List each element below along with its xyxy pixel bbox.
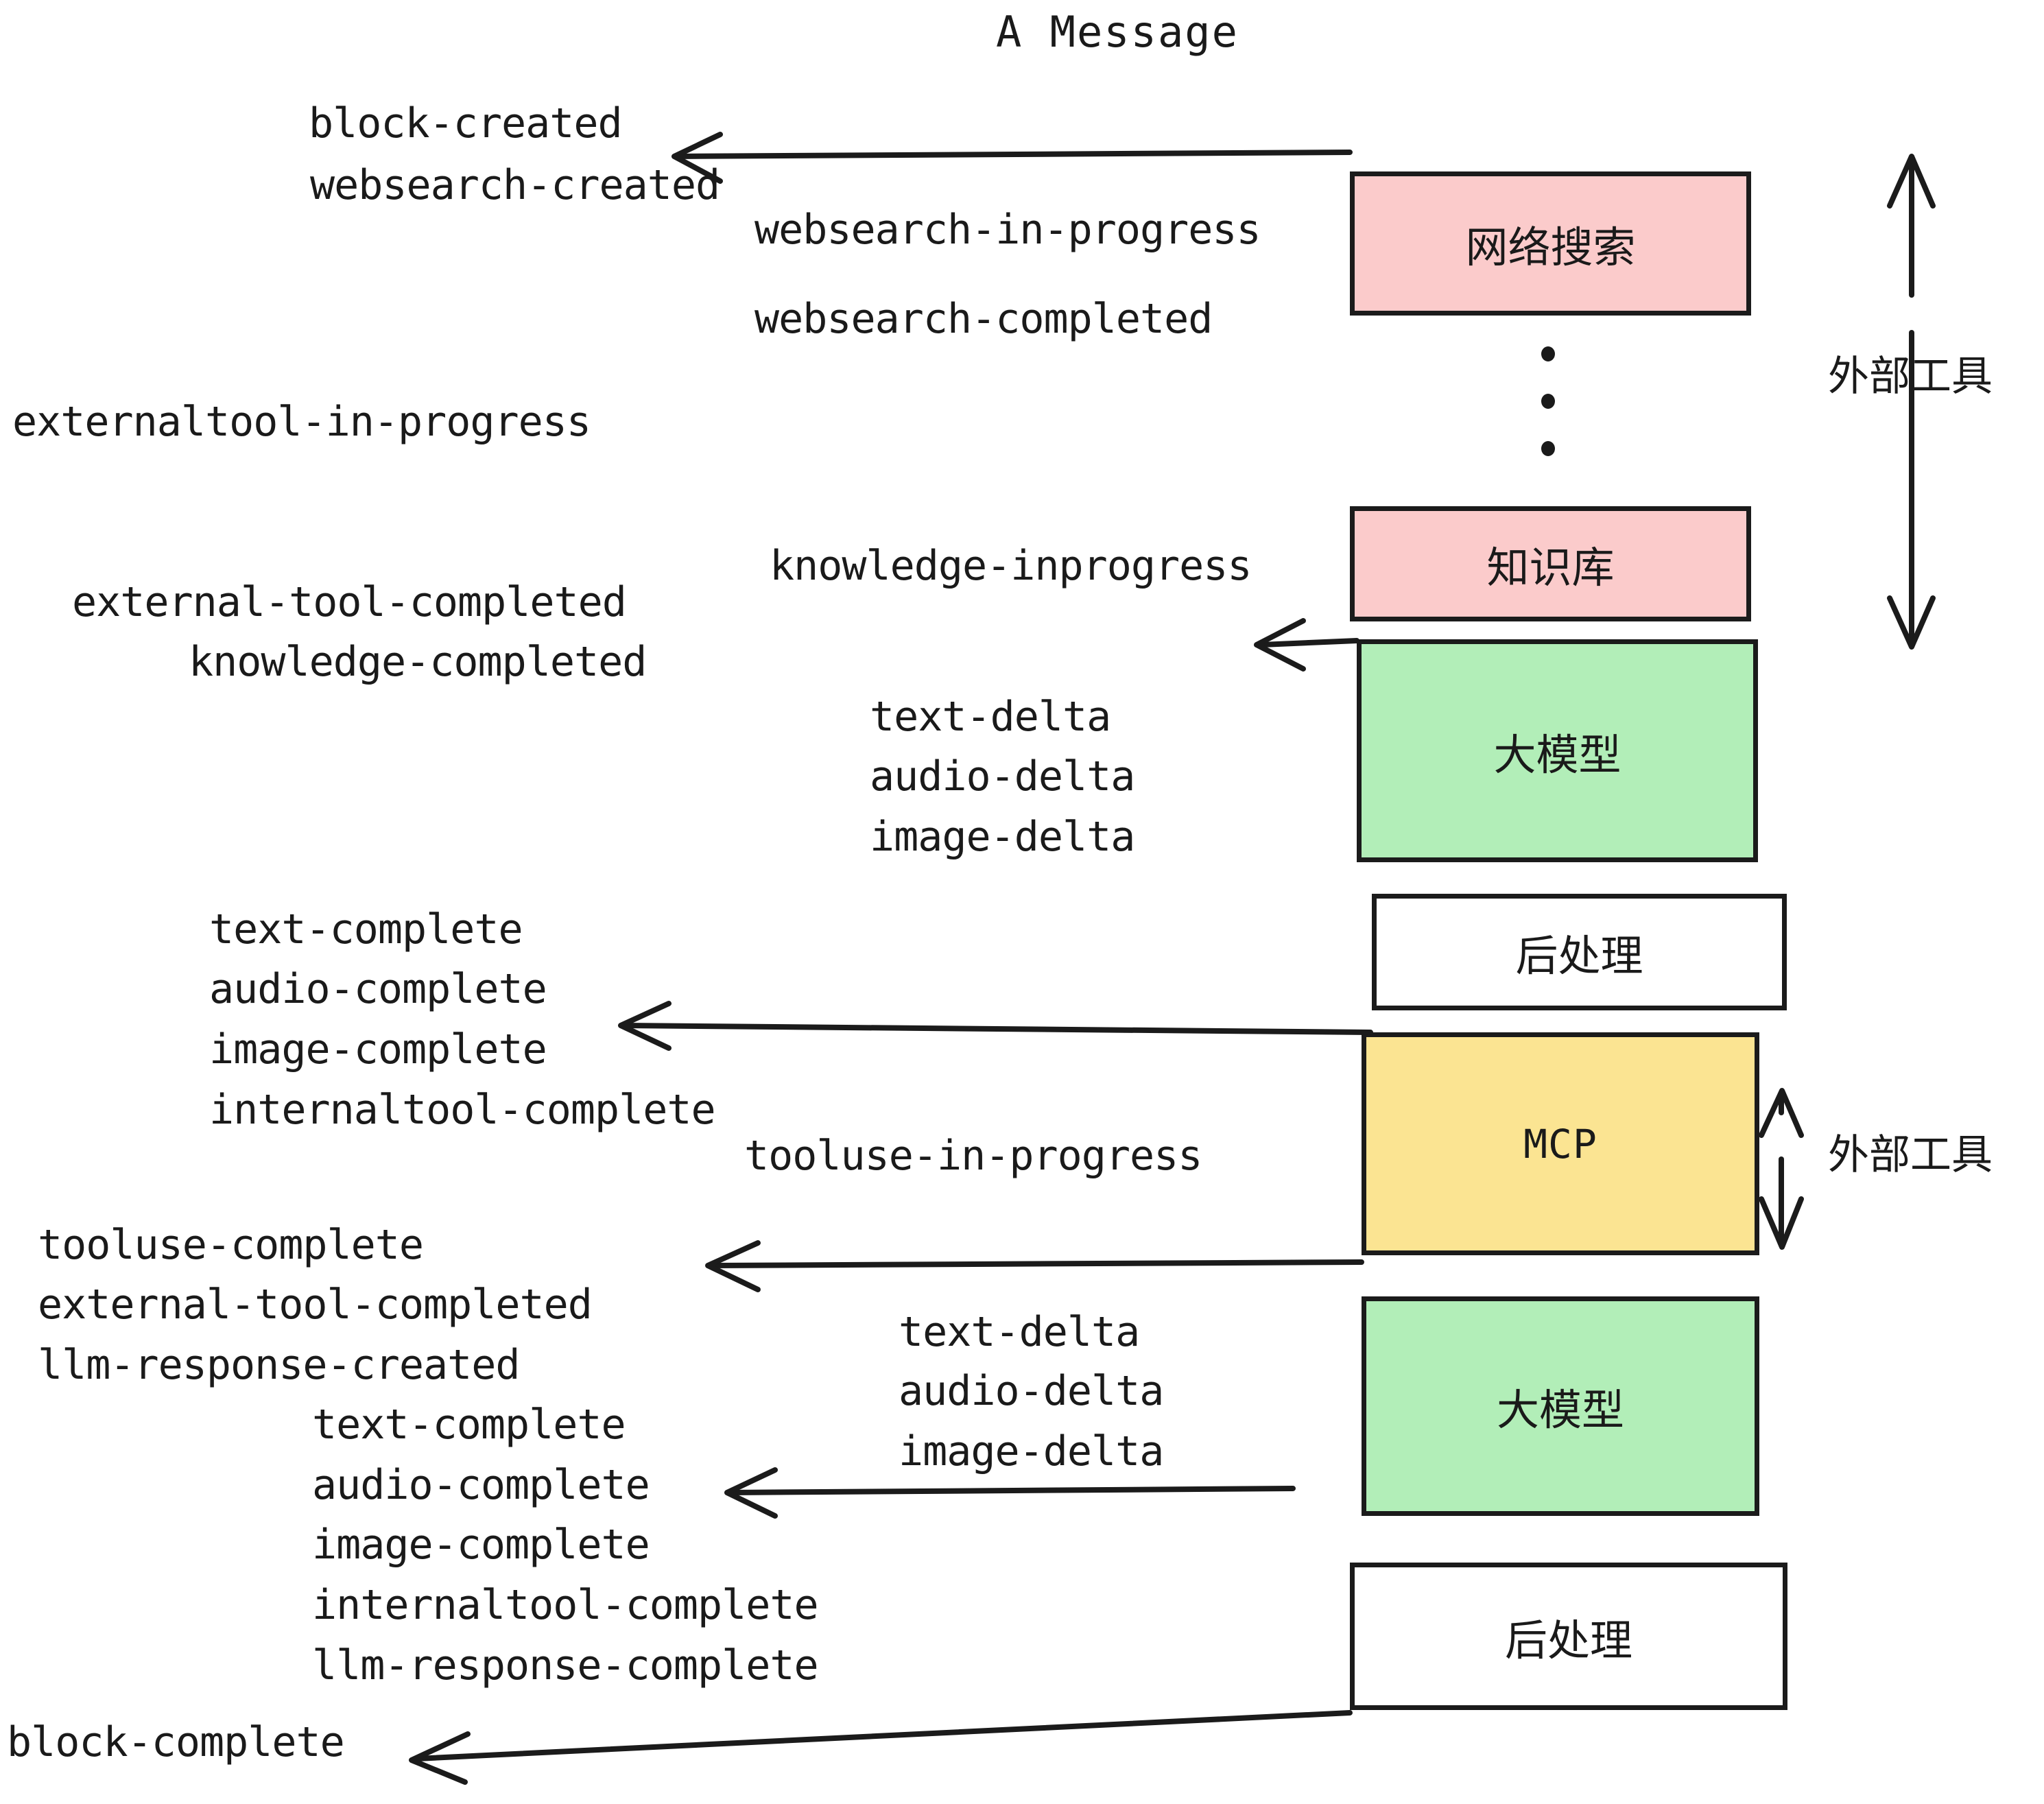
event-label-text-complete-2: text-complete <box>312 1401 626 1449</box>
event-label-text-delta-2: text-delta <box>899 1308 1140 1356</box>
page-title: A Message <box>996 7 1239 57</box>
node-box-websearch[interactable]: 网络搜索 <box>1350 171 1751 316</box>
event-label-text-complete-1: text-complete <box>209 905 523 953</box>
event-label-externaltool-in-progress: externaltool-in-progress <box>12 398 591 446</box>
double-arrow-external-tools-bottom <box>1759 1088 1804 1250</box>
event-label-image-complete-1: image-complete <box>209 1025 547 1073</box>
event-label-websearch-completed: websearch-completed <box>754 295 1213 343</box>
event-label-image-delta-2: image-delta <box>899 1427 1164 1475</box>
event-label-block-created: block-created <box>309 99 623 147</box>
event-label-audio-complete-2: audio-complete <box>312 1461 650 1509</box>
arrow-llm1-to-knowledge-completed <box>1254 618 1359 672</box>
node-label-llm-1: 大模型 <box>1493 729 1621 780</box>
node-label-mcp: MCP <box>1523 1120 1597 1167</box>
node-box-knowledge[interactable]: 知识库 <box>1350 506 1751 621</box>
arrow-postprocess2-to-block-complete <box>409 1710 1353 1785</box>
event-label-image-delta-1: image-delta <box>870 813 1135 861</box>
event-label-knowledge-completed: knowledge-completed <box>189 638 647 686</box>
arrow-postprocess1-to-image-complete <box>618 1001 1373 1051</box>
node-box-postprocess-2[interactable]: 后处理 <box>1350 1563 1787 1710</box>
event-label-audio-complete-1: audio-complete <box>209 965 547 1013</box>
arrow-websearch-to-created <box>672 132 1353 184</box>
event-label-external-tool-completed-2: external-tool-completed <box>38 1281 593 1329</box>
node-label-postprocess-1: 后处理 <box>1515 931 1643 981</box>
node-box-llm-2[interactable]: 大模型 <box>1362 1296 1759 1516</box>
event-label-image-complete-2: image-complete <box>312 1521 650 1569</box>
arrow-llm2-to-audio-complete <box>724 1467 1296 1519</box>
event-label-websearch-in-progress: websearch-in-progress <box>754 206 1261 254</box>
node-label-postprocess-2: 后处理 <box>1504 1615 1632 1665</box>
node-box-llm-1[interactable]: 大模型 <box>1357 639 1758 862</box>
node-label-websearch: 网络搜索 <box>1465 222 1636 272</box>
event-label-block-complete: block-complete <box>7 1718 345 1766</box>
node-box-postprocess-1[interactable]: 后处理 <box>1372 894 1787 1010</box>
side-label-external-tools-bottom: 外部工具 <box>1828 1131 1993 1179</box>
event-label-tooluse-complete: tooluse-complete <box>38 1221 424 1269</box>
event-label-external-tool-completed-1: external-tool-completed <box>72 578 627 626</box>
event-label-audio-delta-2: audio-delta <box>899 1367 1164 1415</box>
event-label-audio-delta-1: audio-delta <box>870 752 1135 800</box>
event-label-websearch-created: websearch-created <box>310 161 720 209</box>
event-label-llm-response-created: llm-response-created <box>38 1341 520 1389</box>
event-label-text-delta-1: text-delta <box>870 693 1111 741</box>
event-label-internaltool-complete-1: internaltool-complete <box>209 1086 716 1134</box>
node-label-knowledge: 知识库 <box>1486 543 1615 593</box>
node-box-mcp[interactable]: MCP <box>1362 1032 1759 1255</box>
event-label-internaltool-complete-2: internaltool-complete <box>312 1581 819 1629</box>
event-label-llm-response-complete: llm-response-complete <box>312 1641 819 1689</box>
arrow-mcp-to-tooluse-complete <box>705 1240 1364 1292</box>
event-label-tooluse-in-progress: tooluse-in-progress <box>744 1132 1202 1180</box>
side-label-external-tools-top: 外部工具 <box>1828 353 1993 401</box>
event-label-knowledge-inprogress: knowledge-inprogress <box>770 542 1252 590</box>
node-label-llm-2: 大模型 <box>1496 1385 1624 1435</box>
vertical-ellipsis-icon <box>1540 346 1556 456</box>
